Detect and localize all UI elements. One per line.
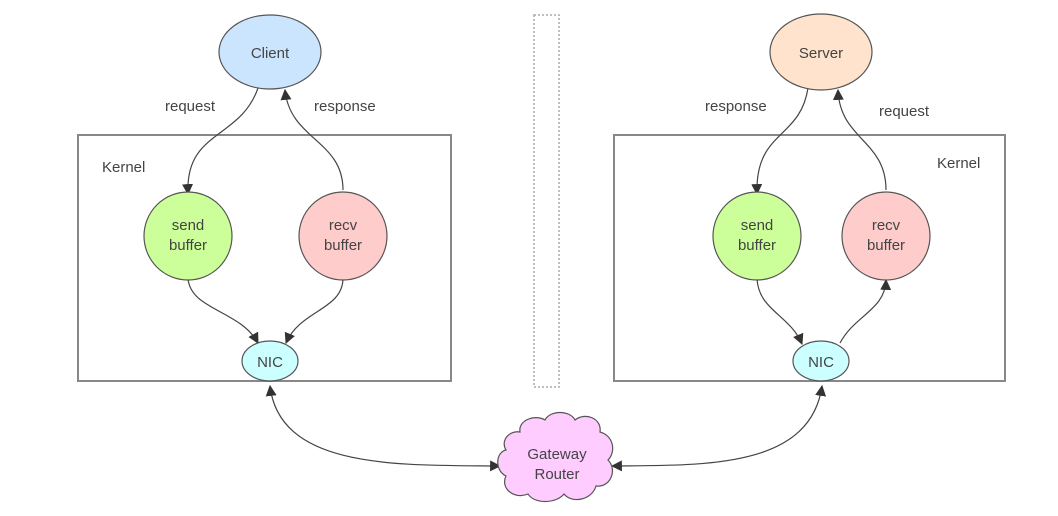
right-send-buffer-line2: buffer [738,237,776,254]
left-response-label: response [314,98,376,115]
left-send-buffer-line2: buffer [169,237,207,254]
edge-recv-buffer-to-server [832,88,887,191]
edge-server-to-send-buffer [751,87,809,196]
right-request-label: request [879,103,930,120]
right-recv-buffer-line2: buffer [867,237,905,254]
right-kernel-box [613,134,1006,382]
edge-left-nic-gateway [265,384,502,472]
left-recv-buffer-node: recv buffer [298,191,388,281]
left-kernel-label: Kernel [102,159,145,176]
server-node: Server [769,13,873,91]
gateway-router-node: Gateway Router [497,411,614,503]
right-send-buffer-line1: send [741,217,774,234]
client-node: Client [218,14,322,90]
edge-client-to-send-buffer [182,87,259,196]
server-label: Server [799,45,843,62]
gateway-label-line1: Gateway [527,446,587,463]
right-kernel-label: Kernel [937,155,980,172]
edge-recv-buffer-to-client [280,88,344,191]
right-send-buffer-node: send buffer [712,191,802,281]
right-response-label: response [705,98,767,115]
edge-recv-buffer-to-nic [284,277,344,345]
left-send-buffer-line1: send [172,217,205,234]
edge-send-buffer-to-nic-right [756,277,804,346]
right-nic-node: NIC [792,340,850,382]
left-recv-buffer-line1: recv [329,217,358,234]
edge-send-buffer-to-nic [187,277,259,344]
right-recv-buffer-node: recv buffer [841,191,931,281]
left-recv-buffer-line2: buffer [324,237,362,254]
client-label: Client [251,45,290,62]
left-nic-node: NIC [241,340,299,382]
left-send-buffer-node: send buffer [143,191,233,281]
edge-nic-to-recv-buffer-right [839,278,892,344]
gateway-label-line2: Router [534,466,579,483]
right-recv-buffer-line1: recv [872,217,901,234]
separator [533,14,560,388]
left-nic-label: NIC [257,354,283,371]
cloud-icon [497,411,614,503]
edge-right-nic-gateway [610,384,827,472]
right-nic-label: NIC [808,354,834,371]
left-request-label: request [165,98,216,115]
